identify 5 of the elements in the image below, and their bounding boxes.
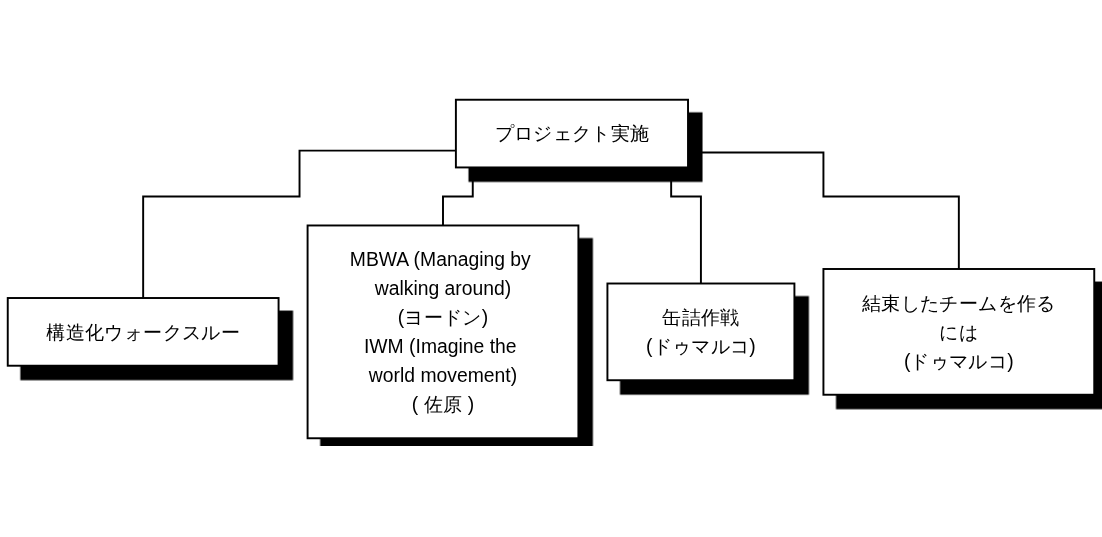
node-box: 結束したチームを作るには (ドゥマルコ) [822,267,1096,396]
node-box: 缶詰作戦 (ドゥマルコ) [606,282,796,381]
node-box: プロジェクト実施 [454,98,689,168]
node-box: MBWA (Managing by walking around) (ヨードン) IWM (Imagine the world movement) ( 佐原 ) [306,224,580,439]
node-box: 構造化ウォークスルー [6,296,280,367]
